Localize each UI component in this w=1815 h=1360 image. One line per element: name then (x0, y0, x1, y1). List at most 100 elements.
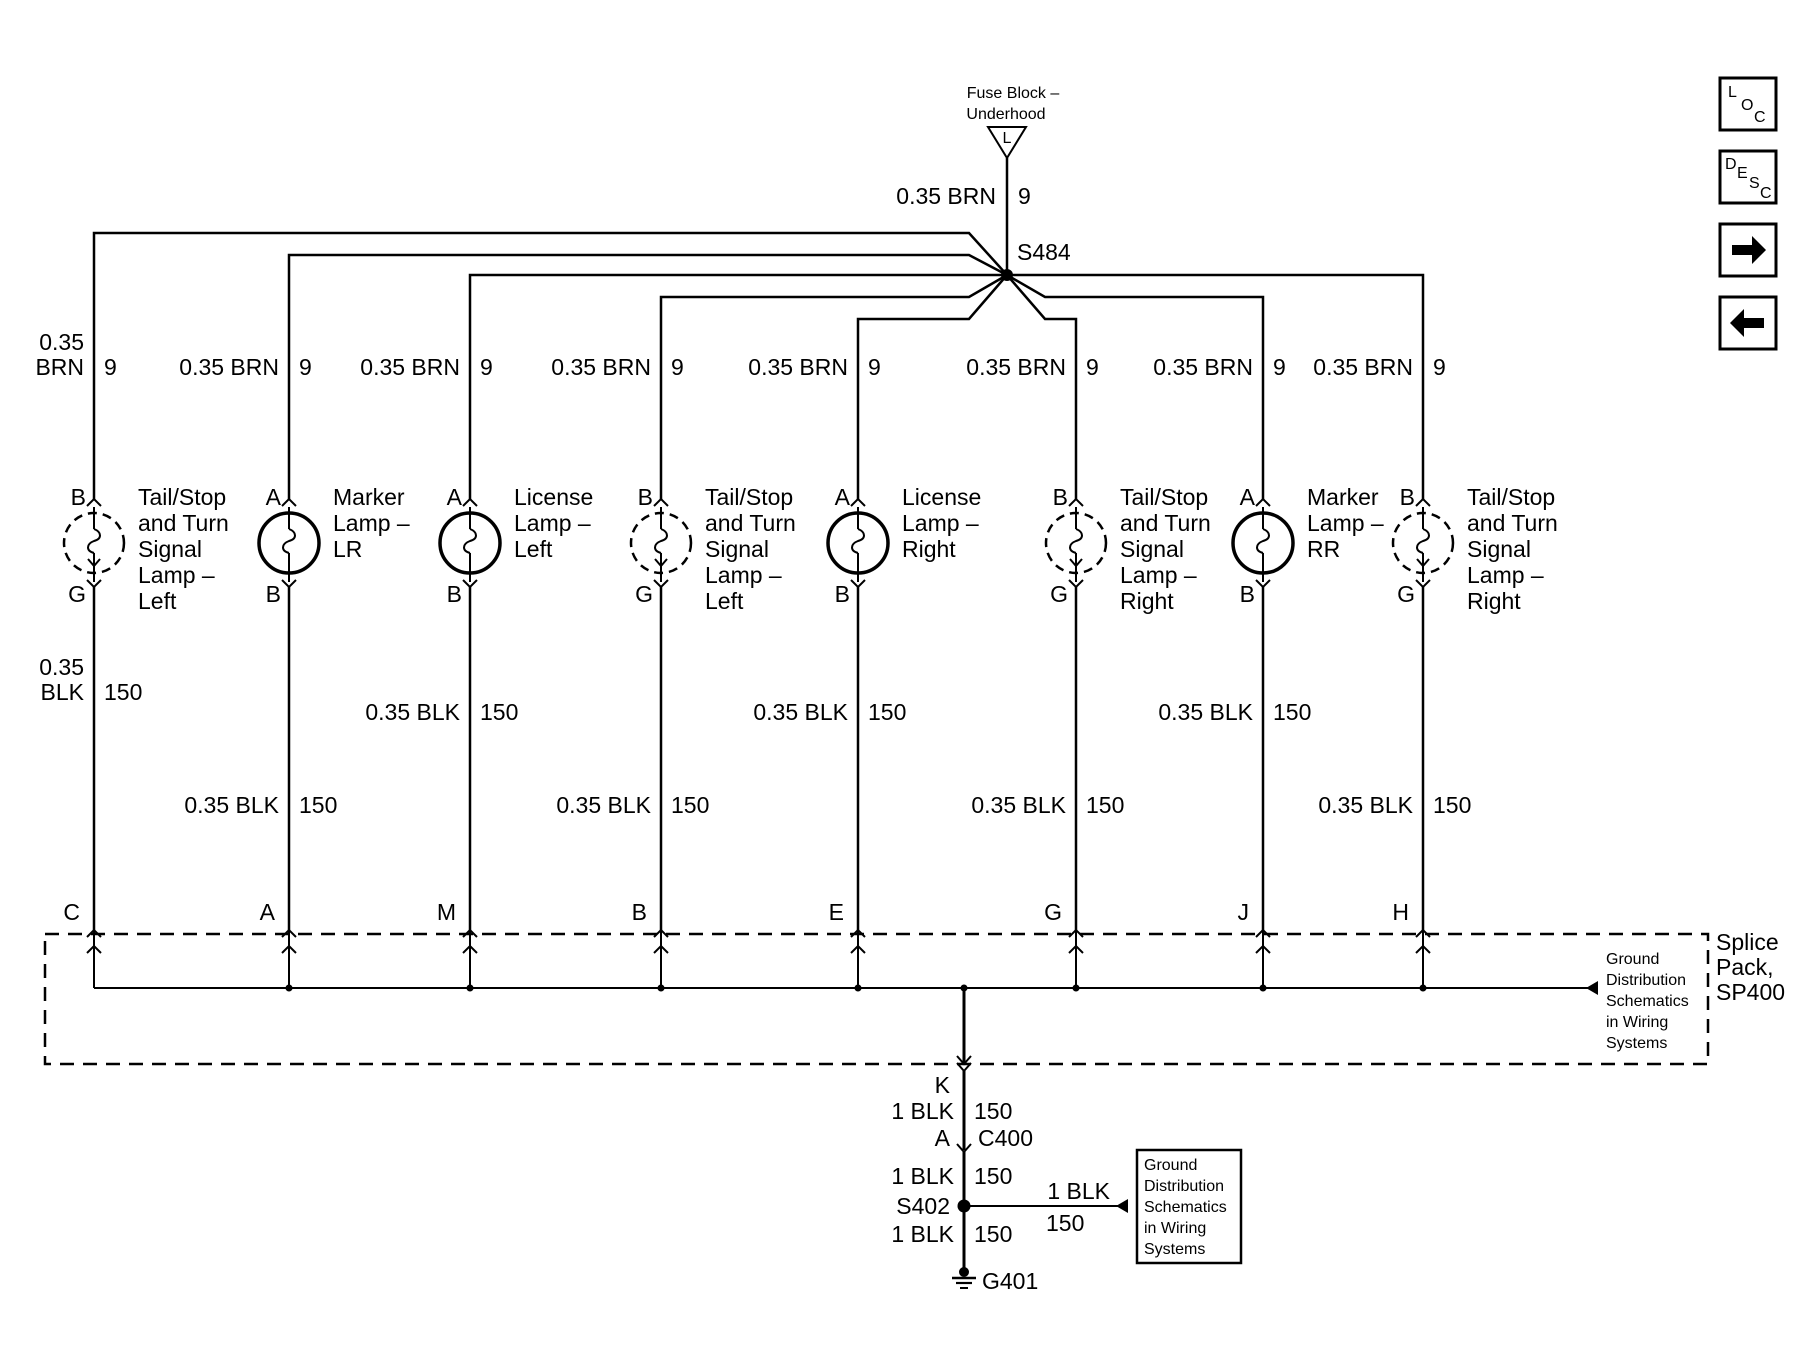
splice-pack-pin: G (1044, 899, 1062, 925)
bulb-inner-chevron (654, 558, 668, 568)
feed-circuit-label: 9 (1018, 183, 1031, 209)
lamp-bottom-pin: G (635, 581, 653, 607)
ground-wire-label: 0.35 BLK (1318, 792, 1413, 818)
splice-pack-ref-line: in Wiring (1606, 1014, 1668, 1031)
lamp-name: Lamp – (333, 510, 410, 536)
lamp-bottom-pin: B (447, 581, 462, 607)
splice-internal-connector (86, 944, 102, 954)
pin-a-label: A (935, 1125, 951, 1151)
splice-pack-pin: C (63, 899, 80, 925)
lamp-top-connector (1068, 497, 1084, 507)
lamp-name: and Turn (1467, 510, 1558, 536)
ground-circuit-label: 150 (868, 699, 906, 725)
power-wire (856, 274, 1008, 499)
power-circuit-label: 9 (868, 354, 881, 380)
power-circuit-label: 9 (299, 354, 312, 380)
ground-circuit-2: 150 (974, 1163, 1012, 1189)
lamp-top-connector (1255, 497, 1271, 507)
lamp-top-pin: B (71, 484, 86, 510)
ground-side-circuit-label: 150 (1046, 1210, 1084, 1236)
lamp-name: and Turn (138, 510, 229, 536)
bulb-filament (1416, 528, 1430, 554)
bulb-filament (87, 528, 101, 554)
loc-button[interactable]: L O C (1718, 76, 1778, 132)
lamp-name: Signal (1120, 536, 1184, 562)
ground-circuit-1: 150 (974, 1098, 1012, 1124)
lamp-name: Signal (705, 536, 769, 562)
power-wire-label: 0.35 BRN (966, 354, 1066, 380)
loc-letter: O (1741, 97, 1753, 114)
splice-pack-ref-line: Systems (1606, 1035, 1667, 1052)
power-wire-label: 0.35 BRN (179, 354, 279, 380)
lamp-top-pin: A (266, 484, 282, 510)
lamp-name: Right (902, 536, 956, 562)
fuse-block-label-2: Underhood (966, 106, 1045, 123)
power-wire-label: 0.35 BRN (748, 354, 848, 380)
splice-pack-pin: E (829, 899, 844, 925)
bulb-filament (282, 528, 296, 554)
ground-circuit-label: 150 (1273, 699, 1311, 725)
ground-wire-label: BLK (41, 679, 85, 705)
splice-pack-pin: M (437, 899, 456, 925)
next-button[interactable] (1718, 222, 1778, 278)
lamp-name: Left (705, 588, 744, 614)
dual-filament-bulb-icon (62, 507, 126, 582)
splice-internal-connector (281, 944, 297, 954)
dual-filament-bulb-icon (1391, 507, 1455, 582)
lamp-name: Right (1120, 588, 1174, 614)
power-wire-label: 0.35 BRN (1153, 354, 1253, 380)
lamp-bottom-pin: G (1050, 581, 1068, 607)
lamp-name: Lamp – (1120, 562, 1197, 588)
lamp-bottom-pin: G (68, 581, 86, 607)
splice-pack-pin: H (1392, 899, 1409, 925)
splice-s484-label: S484 (1017, 239, 1071, 265)
splice-pack-name-line: Splice (1716, 929, 1779, 955)
ground-wire-label: 0.35 BLK (1158, 699, 1253, 725)
lamp-name: and Turn (705, 510, 796, 536)
bulb-filament (654, 528, 668, 554)
bulb-filament (1069, 528, 1083, 554)
lamp-top-pin: A (835, 484, 851, 510)
desc-letter: C (1760, 185, 1772, 202)
desc-letter: D (1725, 156, 1737, 173)
lamp-bottom-pin: G (1397, 581, 1415, 607)
splice-pack-ref-line: Distribution (1606, 972, 1686, 989)
lamp-name: RR (1307, 536, 1340, 562)
power-wire-label: BRN (35, 354, 84, 380)
connector-c400-label: C400 (978, 1125, 1033, 1151)
splice-pack-name-line: SP400 (1716, 979, 1785, 1005)
power-circuit-label: 9 (1273, 354, 1286, 380)
ground-wire-1: 1 BLK (891, 1098, 954, 1124)
power-wire (468, 273, 1007, 499)
previous-button[interactable] (1718, 295, 1778, 351)
lamp-name: Lamp – (1467, 562, 1544, 588)
lamp-top-pin: A (447, 484, 463, 510)
lamp-name: Left (514, 536, 553, 562)
power-circuit-label: 9 (1433, 354, 1446, 380)
power-wire (287, 253, 1008, 499)
power-wire-label: 0.35 (39, 329, 84, 355)
bulb-icon (1231, 507, 1295, 582)
desc-letter: E (1737, 165, 1748, 182)
lamp-name: LR (333, 536, 362, 562)
splice-internal-connector (850, 944, 866, 954)
lamp-name: Signal (138, 536, 202, 562)
splice-internal-connector (1068, 944, 1084, 954)
ground-ref-line: Distribution (1144, 1178, 1224, 1195)
bulb-inner-chevron (1069, 558, 1083, 568)
splice-pack-ref-line: Ground (1606, 951, 1659, 968)
ground-ref-line: in Wiring (1144, 1220, 1206, 1237)
lamp-top-connector (86, 497, 102, 507)
fuse-terminal-label: L (1003, 130, 1012, 147)
desc-button[interactable]: D E S C (1718, 149, 1778, 205)
power-circuit-label: 9 (104, 354, 117, 380)
fuse-block: Fuse Block – Underhood L (966, 85, 1059, 160)
splice-pack-pin: A (260, 899, 276, 925)
splice-internal-connector (462, 944, 478, 954)
lamp-top-pin: A (1240, 484, 1256, 510)
power-circuit-label: 9 (671, 354, 684, 380)
